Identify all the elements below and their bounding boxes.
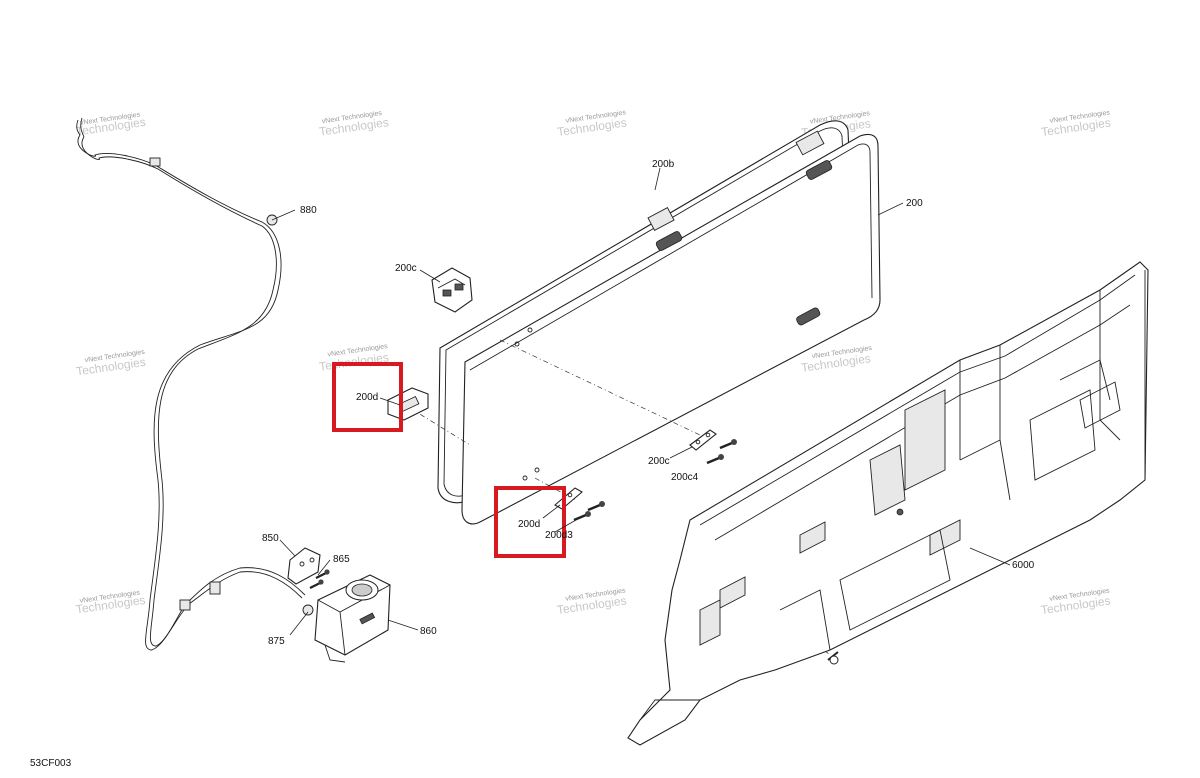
panel-slot (655, 231, 683, 251)
callout-850: 850 (262, 533, 279, 544)
watermark: Technologies vNext Technologies (318, 110, 389, 139)
push-rivet (827, 651, 839, 665)
callout-200c: 200c (395, 263, 417, 274)
washer-reservoir (314, 574, 391, 663)
callout-200c4: 200c4 (671, 472, 699, 483)
hose-connector (179, 599, 191, 611)
washer-hose (76, 117, 314, 651)
highlight-box (332, 362, 403, 432)
panel-slot (805, 160, 833, 180)
callout-200d: 200d (356, 392, 378, 403)
screw (706, 454, 724, 465)
frame-latch (795, 130, 825, 156)
bracket-200d-bottom (554, 487, 605, 522)
screw (719, 439, 737, 450)
rear-window-assembly (437, 120, 881, 525)
watermark: Technologies vNext Technologies (318, 343, 389, 374)
watermark: Technologies vNext Technologies (556, 109, 627, 139)
callout-860: 860 (420, 626, 437, 637)
screw (573, 511, 591, 522)
watermark: Technologies vNext Technologies (75, 111, 146, 138)
panel-slot (796, 307, 821, 326)
screw (315, 569, 330, 579)
callout-200: 200 (906, 198, 923, 209)
hose-connector (209, 581, 221, 595)
window-panel (461, 133, 881, 525)
watermark: Technologies vNext Technologies (556, 587, 627, 617)
bracket-850 (287, 547, 330, 589)
watermark: Technologies vNext Technologies (1040, 109, 1111, 139)
watermark: Technologies vNext Technologies (75, 589, 146, 616)
callout-200b: 200b (652, 159, 675, 170)
callout-200d: 200d (518, 519, 540, 530)
watermark: Technologies vNext Technologies (800, 345, 873, 375)
screw (309, 579, 324, 589)
callout-200c: 200c (648, 456, 670, 467)
watermark: Technologies vNext Technologies (75, 349, 146, 379)
callout-200d3: 200d3 (545, 530, 573, 541)
highlight-box (494, 486, 566, 558)
bracket-200c (689, 429, 737, 465)
callout-875: 875 (268, 636, 285, 647)
hose-clip (149, 157, 161, 167)
callout-880: 880 (300, 205, 317, 216)
screw (587, 501, 605, 512)
rear-panel (627, 261, 1149, 746)
frame-latch (647, 207, 675, 231)
latch-200c (431, 267, 473, 313)
hose-fitting (302, 604, 314, 616)
callout-865: 865 (333, 554, 350, 565)
callout-6000: 6000 (1012, 560, 1035, 571)
watermark: Technologies vNext Technologies (1040, 587, 1111, 617)
drawing-id: 53CF003 (30, 758, 72, 769)
latch-200d-left (387, 387, 429, 421)
